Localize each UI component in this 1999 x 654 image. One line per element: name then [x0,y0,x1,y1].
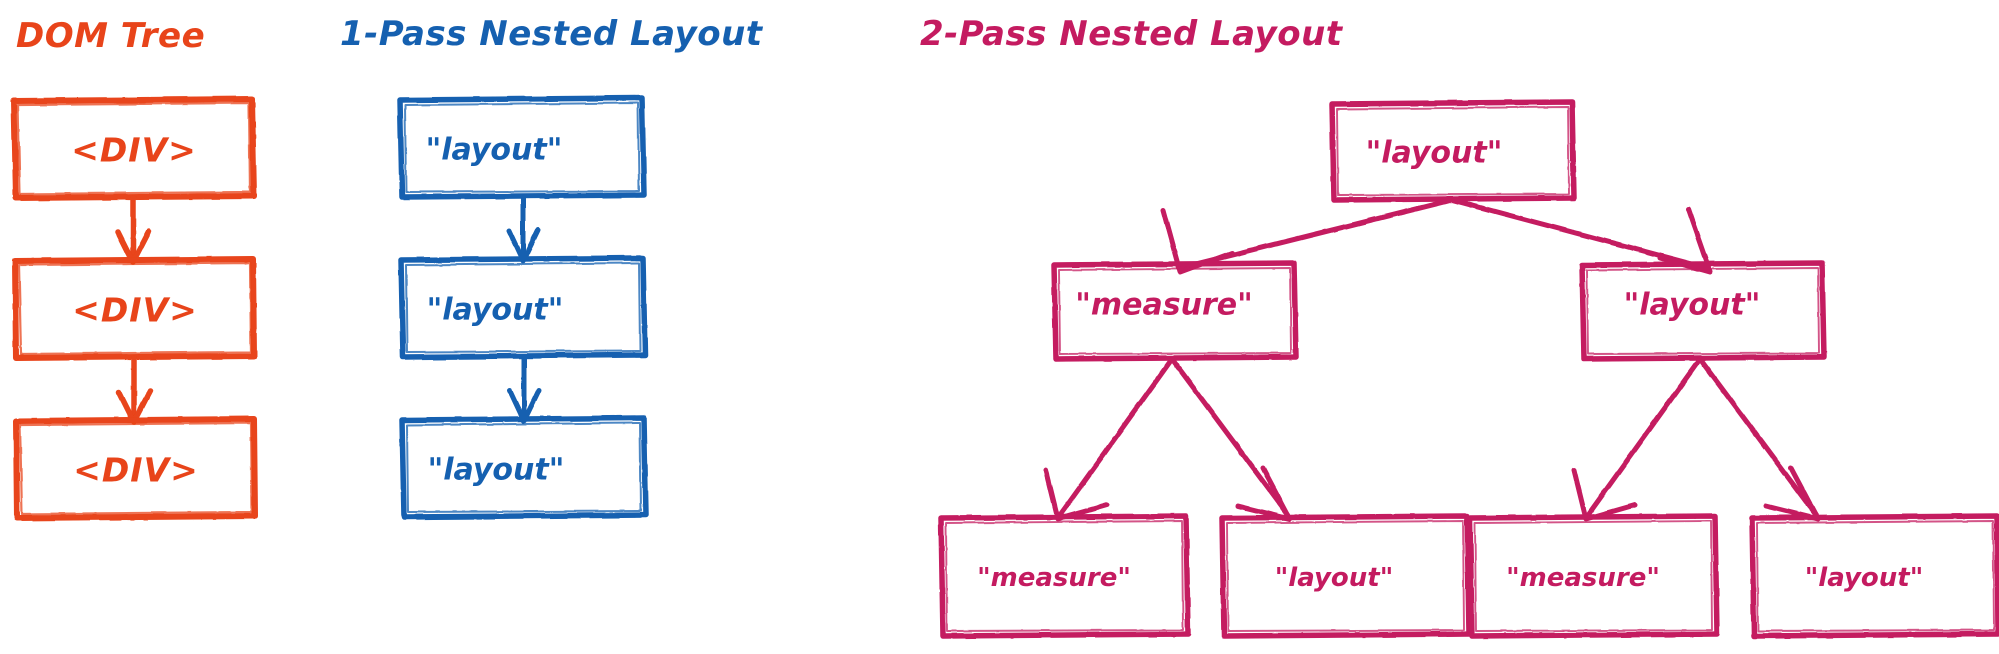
one-pass-node-1-box[interactable] [397,95,647,200]
dom-node-1[interactable] [14,99,255,199]
two-pass-edge-l1left-a [1043,356,1175,522]
two-pass-l2-d[interactable] [1752,516,1999,637]
column-title-two-pass: 2-Pass Nested Layout [920,14,1343,54]
two-pass-l1-right-box[interactable] [1579,260,1827,362]
one-pass-group [397,95,649,520]
one-pass-node-3-box[interactable] [399,415,649,520]
two-pass-edge-root-right [1449,197,1713,275]
two-pass-edge-l1right-d [1697,356,1821,522]
dom-node-3[interactable] [16,419,257,519]
one-pass-arrow-1-2 [506,194,541,264]
two-pass-l1-left-box[interactable] [1051,260,1299,362]
dom-arrow-1-2 [115,195,152,265]
two-pass-l2-b[interactable] [1222,516,1470,637]
dom-node-2[interactable] [15,259,256,359]
two-pass-l2-b-box[interactable] [1219,513,1472,639]
two-pass-l2-d-box[interactable] [1749,513,1999,639]
one-pass-node-2-box[interactable] [398,255,648,360]
two-pass-l2-a-box[interactable] [938,513,1191,639]
dom-node-1-box[interactable] [11,96,257,201]
one-pass-node-2[interactable] [401,258,647,358]
two-pass-edge-l1left-b [1169,356,1293,522]
two-pass-l2-c[interactable] [1470,516,1718,637]
dom-arrow-2-3 [116,355,153,425]
two-pass-edge-l1right-c [1571,356,1703,522]
two-pass-l1-right[interactable] [1582,263,1825,360]
two-pass-edge-root-left [1160,197,1455,275]
two-pass-l1-left[interactable] [1054,263,1297,360]
column-title-dom-tree: DOM Tree [16,16,206,56]
two-pass-group [938,99,1999,639]
dom-node-3-box[interactable] [13,416,258,521]
two-pass-l2-c-box[interactable] [1467,513,1720,639]
one-pass-node-1[interactable] [400,98,646,198]
one-pass-node-3[interactable] [402,418,648,518]
one-pass-arrow-2-3 [507,354,542,424]
dom-node-2-box[interactable] [12,256,257,361]
two-pass-root-box[interactable] [1329,99,1577,203]
column-title-one-pass: 1-Pass Nested Layout [340,14,763,54]
two-pass-root[interactable] [1332,102,1575,201]
dom-tree-group [11,96,258,521]
two-pass-l2-a[interactable] [941,516,1189,637]
